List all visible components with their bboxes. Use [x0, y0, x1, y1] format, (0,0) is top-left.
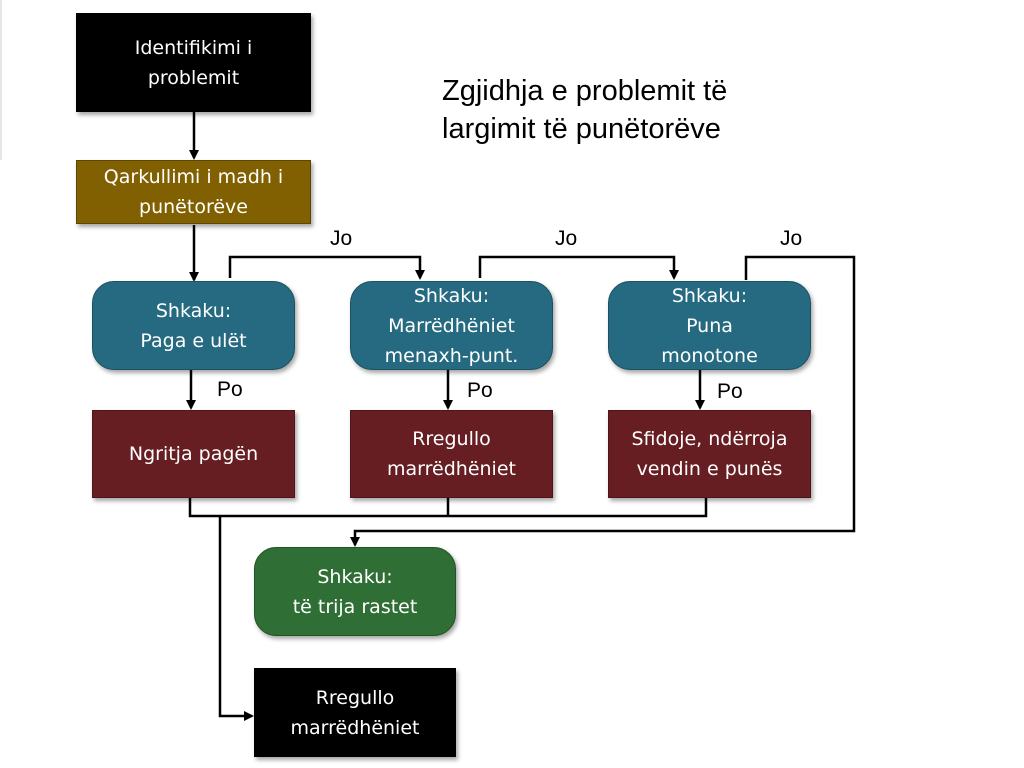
line-actions-collector: [188, 498, 708, 518]
label-no-3: Jo: [780, 227, 803, 250]
node-action-fix-relations: Rregullo marrëdhëniet: [350, 410, 553, 498]
label-yes-3: Po: [717, 380, 743, 403]
node-cause-monotone: Shkaku: Puna monotone: [608, 281, 811, 370]
label-no-2: Jo: [555, 227, 578, 250]
label-yes-2: Po: [467, 379, 493, 402]
label-yes-1: Po: [217, 378, 243, 401]
arrow-no-relations-to-monotone: [478, 255, 679, 280]
node-high-turnover: Qarkullimi i madh i punëtorëve: [76, 160, 311, 224]
node-action-raise-pay: Ngritja pagën: [92, 410, 295, 498]
node-cause-all-three: Shkaku: të trija rastet: [254, 547, 456, 636]
node-final-fix-relations: Rregullo marrëdhëniet: [254, 668, 456, 757]
arrow-no-pay-to-relations: [228, 255, 425, 280]
label-no-1: Jo: [330, 227, 353, 250]
node-identify-problem: Identifikimi i problemit: [76, 13, 311, 112]
node-action-challenge-rotate: Sfidoje, ndërroja vendin e punës: [608, 410, 811, 498]
slide-edge-mark: [0, 0, 2, 160]
arrow-no-monotone-to-all: [350, 255, 856, 547]
diagram-title: Zgjidhja e problemit të largimit të punë…: [442, 75, 728, 145]
node-cause-relations: Shkaku: Marrëdhëniet menaxh-punt.: [350, 281, 553, 370]
arrow-collector-to-final: [218, 516, 254, 721]
node-cause-low-pay: Shkaku: Paga e ulët: [92, 281, 295, 370]
